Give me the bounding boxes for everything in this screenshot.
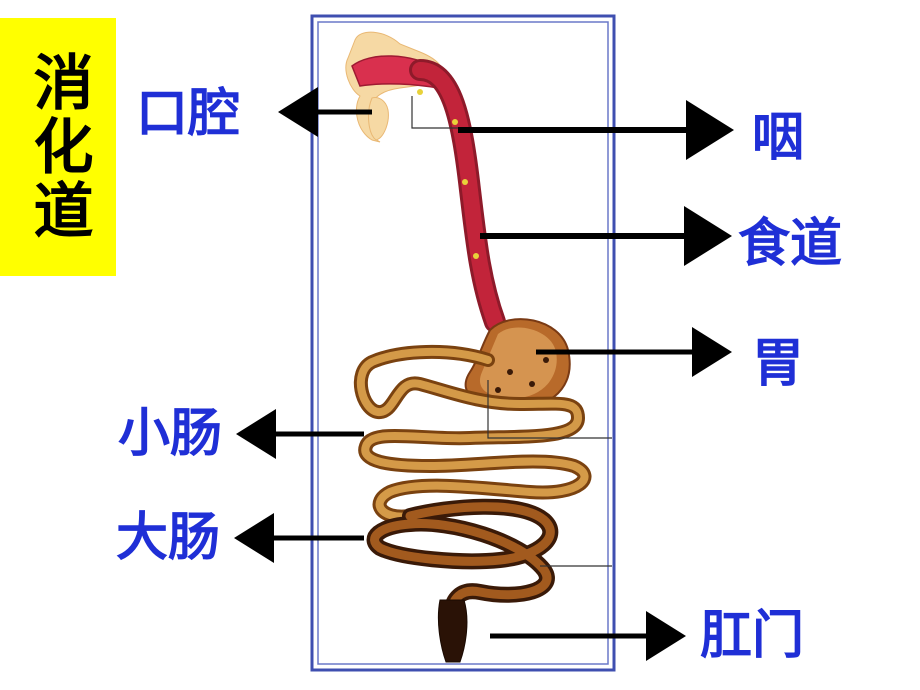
label-anus: 肛门 <box>700 606 805 666</box>
rectum-anus <box>437 599 468 663</box>
small-intestine-coils <box>354 344 592 524</box>
stomach-organ <box>464 318 571 410</box>
label-mouth: 口腔 <box>136 84 241 144</box>
large-intestine-loop <box>366 498 559 648</box>
leader-lines <box>411 96 612 567</box>
diagram-title: 消化道 <box>23 51 93 243</box>
mouth-cavity <box>345 31 445 143</box>
label-stomach: 胃 <box>752 334 805 394</box>
esophagus-tube <box>409 59 506 333</box>
label-small-intestine: 小肠 <box>118 404 223 464</box>
figure-frame <box>310 14 616 672</box>
label-pharynx: 咽 <box>752 108 805 168</box>
label-esophagus: 食道 <box>738 214 843 274</box>
label-large-intestine: 大肠 <box>116 508 221 568</box>
title-box: 消化道 <box>0 18 116 276</box>
